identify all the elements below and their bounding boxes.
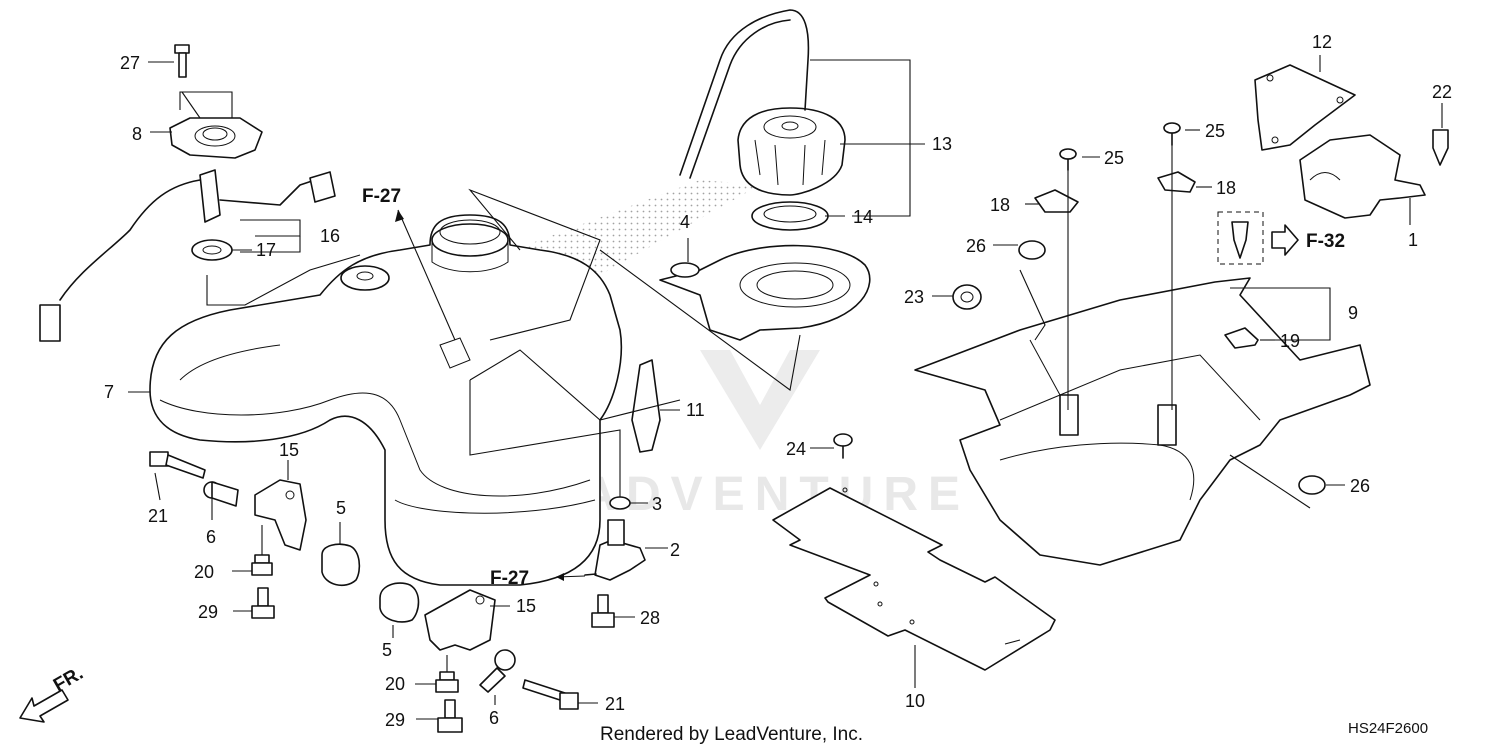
callout-25b: 25: [1205, 121, 1225, 141]
callout-18b: 18: [1216, 178, 1236, 198]
leader-lines: [128, 55, 1443, 720]
front-direction-arrow-icon: [19, 689, 69, 723]
callout-20a: 20: [194, 562, 214, 582]
callout-9: 9: [1348, 303, 1358, 323]
reference-labels: F-27 F-27 F-32: [362, 186, 1345, 589]
bracket-15-left[interactable]: [254, 479, 307, 551]
front-direction-label: FR.: [50, 663, 87, 696]
callout-5a: 5: [336, 498, 346, 518]
washer-3[interactable]: [609, 496, 631, 510]
bracket-15-right[interactable]: [424, 589, 496, 651]
callout-19: 19: [1280, 331, 1300, 351]
screw-25-right[interactable]: [1163, 122, 1181, 146]
callout-12: 12: [1312, 32, 1332, 52]
callout-15a: 15: [279, 440, 299, 460]
callout-20b: 20: [385, 674, 405, 694]
callout-10: 10: [905, 691, 925, 711]
callout-23: 23: [904, 287, 924, 307]
fuel-valve[interactable]: [584, 519, 646, 581]
collar-6-right[interactable]: [479, 649, 516, 693]
undertray[interactable]: [914, 277, 1371, 566]
callout-29a: 29: [198, 602, 218, 622]
tank-strap[interactable]: [631, 359, 661, 453]
callout-2: 2: [670, 540, 680, 560]
callout-24: 24: [786, 439, 806, 459]
plug-26-top[interactable]: [1018, 240, 1046, 260]
callout-3: 3: [652, 494, 662, 514]
front-direction: FR.: [19, 663, 87, 723]
reference-f32: F-32: [1306, 231, 1345, 252]
callout-6b: 6: [489, 708, 499, 728]
callout-17: 17: [256, 240, 276, 260]
reference-f27-top: F-27: [362, 186, 401, 207]
bracket-12[interactable]: [1254, 64, 1356, 151]
reference-f32-arrow-icon: [1271, 224, 1299, 256]
clip-22[interactable]: [1432, 129, 1449, 166]
callout-6a: 6: [206, 527, 216, 547]
skid-plate[interactable]: [772, 487, 1056, 671]
cushion-5-left[interactable]: [321, 543, 361, 587]
callout-18a: 18: [990, 195, 1010, 215]
callout-25a: 25: [1104, 148, 1124, 168]
cover-1[interactable]: [1299, 134, 1426, 219]
seal-17[interactable]: [191, 239, 233, 261]
callout-13: 13: [932, 134, 952, 154]
bolt-20-left[interactable]: [251, 554, 273, 576]
callout-21b: 21: [605, 694, 625, 714]
screw-24[interactable]: [833, 433, 853, 459]
bolt-29-left[interactable]: [251, 587, 275, 619]
reference-f27-mid: F-27: [490, 568, 529, 589]
filler-tray[interactable]: [659, 244, 871, 341]
fuel-sender[interactable]: [39, 169, 336, 342]
sender-plate[interactable]: [169, 117, 263, 159]
bolt-21-left[interactable]: [149, 451, 206, 479]
callout-27: 27: [120, 53, 140, 73]
diagram-code: HS24F2600: [1348, 720, 1428, 737]
bolt-29-right[interactable]: [437, 699, 463, 733]
callout-4: 4: [680, 212, 690, 232]
callout-5b: 5: [382, 640, 392, 660]
plug-26-bottom[interactable]: [1298, 475, 1326, 495]
bolt-27[interactable]: [174, 44, 190, 78]
callout-26a: 26: [966, 236, 986, 256]
callout-1: 1: [1408, 230, 1418, 250]
callout-14: 14: [853, 207, 873, 227]
clip-18-left[interactable]: [1034, 189, 1079, 213]
bolt-20-right[interactable]: [435, 671, 459, 693]
callout-15b: 15: [516, 596, 536, 616]
reference-box-f32: [1217, 211, 1264, 265]
callout-22: 22: [1432, 82, 1452, 102]
callout-8: 8: [132, 124, 142, 144]
callouts: 1 2 3 4 5 5 6 6 7 8 9 10 11 12 13 14 15 …: [104, 32, 1452, 730]
cushion-5-right[interactable]: [379, 582, 420, 623]
breather-hose[interactable]: [679, 9, 810, 179]
callout-16: 16: [320, 226, 340, 246]
footer-credit: Rendered by LeadVenture, Inc.: [600, 724, 863, 745]
clip-18-right[interactable]: [1157, 171, 1196, 193]
grommet-23[interactable]: [952, 284, 982, 310]
cap-gasket[interactable]: [751, 201, 829, 231]
collar-6-left[interactable]: [203, 481, 239, 507]
callout-7: 7: [104, 382, 114, 402]
callout-29b: 29: [385, 710, 405, 730]
bolt-21-right[interactable]: [522, 679, 579, 710]
callout-11: 11: [686, 400, 705, 420]
reference-arrow-icon: [397, 209, 456, 341]
screw-25-left[interactable]: [1059, 148, 1077, 171]
pad-19[interactable]: [1224, 327, 1259, 349]
callout-28: 28: [640, 608, 660, 628]
callout-21a: 21: [148, 506, 168, 526]
fuel-tank[interactable]: [149, 214, 623, 586]
bolt-28[interactable]: [591, 594, 615, 628]
callout-26b: 26: [1350, 476, 1370, 496]
fuel-cap[interactable]: [737, 107, 846, 196]
